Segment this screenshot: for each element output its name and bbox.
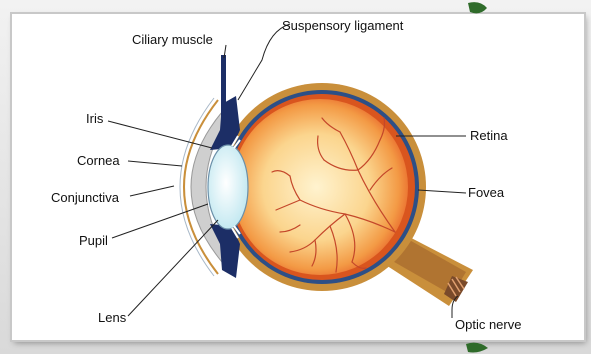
label-iris: Iris — [86, 111, 104, 126]
lens — [208, 145, 248, 229]
label-retina: Retina — [470, 128, 508, 143]
label-pupil: Pupil — [79, 233, 108, 248]
label-suspensory-ligament: Suspensory ligament — [282, 18, 404, 33]
vitreous-body — [232, 99, 408, 275]
corner-leaf-top — [468, 2, 487, 13]
label-cornea: Cornea — [77, 153, 120, 168]
ciliary-muscle-shape — [221, 55, 226, 137]
label-ciliary-muscle: Ciliary muscle — [132, 32, 213, 47]
label-lens: Lens — [98, 310, 127, 325]
label-conjunctiva: Conjunctiva — [51, 190, 120, 205]
corner-leaf-bottom — [466, 343, 488, 353]
label-optic-nerve: Optic nerve — [455, 317, 521, 332]
label-fovea: Fovea — [468, 185, 505, 200]
